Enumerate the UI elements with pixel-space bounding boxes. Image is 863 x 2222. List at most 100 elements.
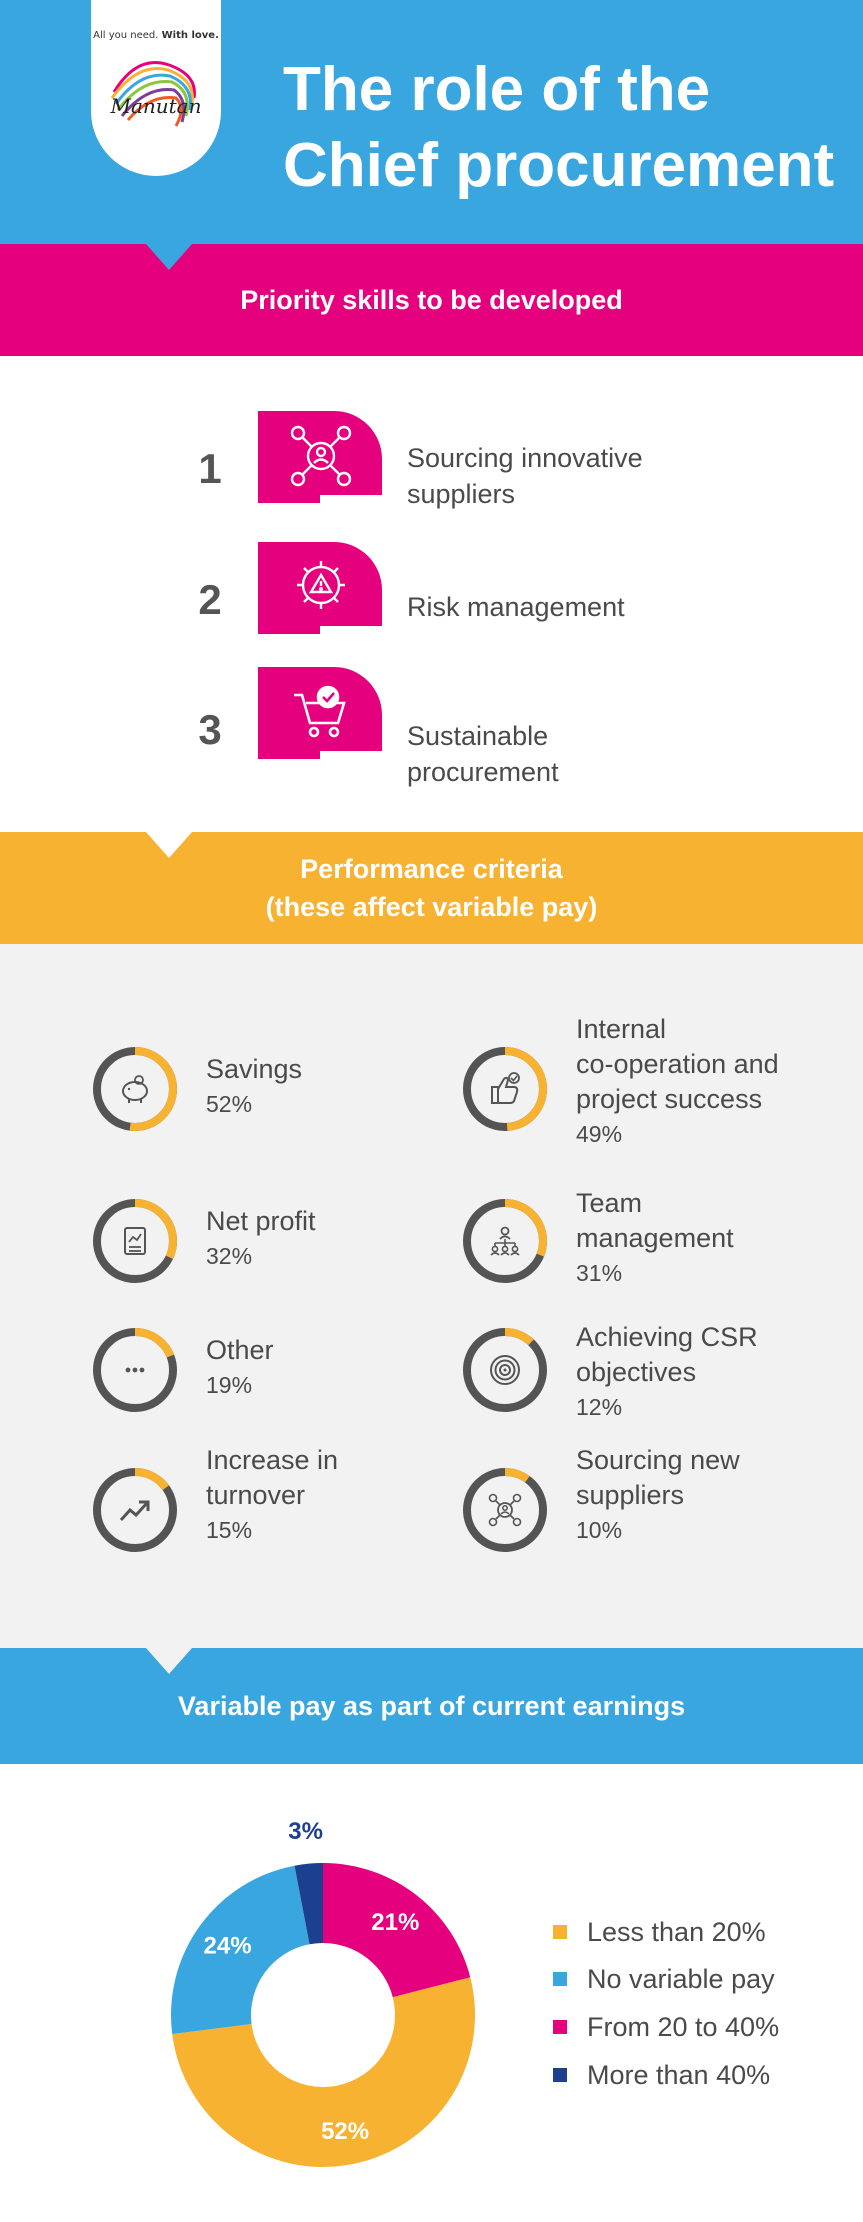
skill-label-line-1: Sourcing innovative <box>407 443 643 473</box>
performance-heading-line-2: (these affect variable pay) <box>265 892 598 922</box>
cart-check-icon <box>294 685 346 738</box>
network-person-icon <box>488 1493 522 1527</box>
pie-slice <box>323 1863 471 1998</box>
logo-swirl-graphic <box>110 61 196 127</box>
team-hierarchy-icon <box>490 1226 520 1256</box>
criteria-label: Internal <box>576 1014 667 1044</box>
criteria-donut <box>463 1468 547 1552</box>
dots-icon <box>125 1367 145 1373</box>
donut-value-arc <box>463 1047 547 1131</box>
performance-heading-line-1: Performance criteria <box>300 854 563 884</box>
skills-heading-band: Priority skills to be developed <box>0 244 863 356</box>
skills-heading: Priority skills to be developed <box>240 285 623 315</box>
skill-number: 2 <box>198 576 222 623</box>
criteria-label: project success <box>576 1084 763 1114</box>
skill-tile <box>258 411 382 503</box>
legend-label: More than 40% <box>587 2059 771 2090</box>
legend-item: No variable pay <box>553 1964 775 1994</box>
criteria-label: objectives <box>576 1357 697 1387</box>
criteria-percent: 31% <box>576 1260 623 1286</box>
variable-pay-donut-chart: 52%24%3%21% <box>171 1818 475 2167</box>
donut-value-arc <box>93 1468 177 1552</box>
criteria-text: Team management 31% <box>576 1186 816 1291</box>
piggy-bank-icon <box>122 1075 148 1103</box>
legend-swatch <box>553 1972 567 1986</box>
criteria-label: turnover <box>206 1480 306 1510</box>
pie-slice <box>294 1863 324 1945</box>
criteria-donut <box>93 1328 177 1412</box>
criteria-text: Increase in turnover 15% <box>206 1443 446 1548</box>
trend-up-icon <box>119 1500 150 1522</box>
pay-heading: Variable pay as part of current earnings <box>177 1691 686 1721</box>
criteria-percent: 32% <box>206 1243 253 1269</box>
pie-slice <box>172 1977 475 2167</box>
criteria-label: Team <box>576 1188 643 1218</box>
header: All you need. With love. Manutan The rol… <box>0 0 863 244</box>
criteria-percent: 49% <box>576 1121 623 1147</box>
donut-value-arc <box>463 1328 547 1412</box>
criteria-label: Net profit <box>206 1206 316 1236</box>
skill-number: 1 <box>198 445 222 492</box>
criteria-donut <box>463 1047 547 1131</box>
thumbs-up-icon <box>491 1072 520 1104</box>
tile-bar <box>320 495 382 503</box>
criteria-label: Sourcing new <box>576 1445 740 1475</box>
tagline-bold: With love. <box>161 30 219 41</box>
criteria-text: Savings 52% <box>206 1052 446 1122</box>
criteria-text: Other 19% <box>206 1333 446 1403</box>
logo-wordmark: Manutan <box>110 94 202 118</box>
legend-item: Less than 20% <box>553 1917 766 1947</box>
pay-heading-band: Variable pay as part of current earnings <box>0 1648 863 1764</box>
criteria-donut <box>93 1047 177 1131</box>
pie-data-label: 52% <box>321 2118 369 2145</box>
criteria-label: Increase in <box>206 1445 339 1475</box>
criteria-label: co-operation and <box>576 1049 779 1079</box>
criteria-percent: 12% <box>576 1394 623 1420</box>
donut-value-arc <box>463 1468 547 1552</box>
title-line-1: The role of the <box>283 55 711 124</box>
legend-swatch <box>553 2020 567 2034</box>
skill-tile <box>258 667 382 759</box>
criteria-label: suppliers <box>576 1480 685 1510</box>
criteria-donut <box>93 1468 177 1552</box>
logo-tagline: All you need. With love. <box>91 30 221 41</box>
tagline-plain: All you need. <box>93 30 159 41</box>
target-icon <box>490 1355 520 1385</box>
skill-label: Sustainable procurement <box>407 721 559 787</box>
performance-notch <box>146 1648 192 1674</box>
brand-logo: All you need. With love. Manutan <box>91 0 221 176</box>
donut-value-arc <box>93 1328 177 1412</box>
skill-number: 3 <box>198 706 222 753</box>
title-line-2: Chief procurement <box>283 131 835 200</box>
criteria-percent: 19% <box>206 1372 253 1398</box>
performance-heading-band: Performance criteria (these affect varia… <box>0 832 863 944</box>
performance-panel <box>0 944 863 1648</box>
skill-label: Sourcing innovative suppliers <box>407 440 707 512</box>
tile-bar <box>320 751 382 759</box>
skills-notch <box>146 832 192 858</box>
skill-label-line-2: suppliers <box>407 479 516 509</box>
criteria-label: management <box>576 1223 734 1253</box>
criteria-donut <box>463 1199 547 1283</box>
gear-warning-icon <box>297 561 345 609</box>
pie-slice <box>171 1865 310 2035</box>
legend-item: More than 40% <box>553 2060 770 2090</box>
legend-label: No variable pay <box>587 1963 775 1994</box>
legend-item: From 20 to 40% <box>553 2012 779 2042</box>
report-chart-icon <box>124 1227 146 1255</box>
skill-label: Risk management <box>407 592 625 622</box>
criteria-donut <box>463 1328 547 1412</box>
criteria-text: Internal co-operation and project success 4… <box>576 1012 816 1152</box>
criteria-percent: 52% <box>206 1091 253 1117</box>
criteria-label: Savings <box>206 1054 303 1084</box>
donut-value-arc <box>463 1199 547 1283</box>
criteria-label: Achieving CSR <box>576 1322 758 1352</box>
criteria-label: Other <box>206 1335 274 1365</box>
criteria-percent: 15% <box>206 1517 253 1543</box>
donut-value-arc <box>93 1199 177 1283</box>
legend-label: From 20 to 40% <box>587 2011 780 2042</box>
legend-swatch <box>553 1925 567 1939</box>
skill-tile <box>258 542 382 634</box>
